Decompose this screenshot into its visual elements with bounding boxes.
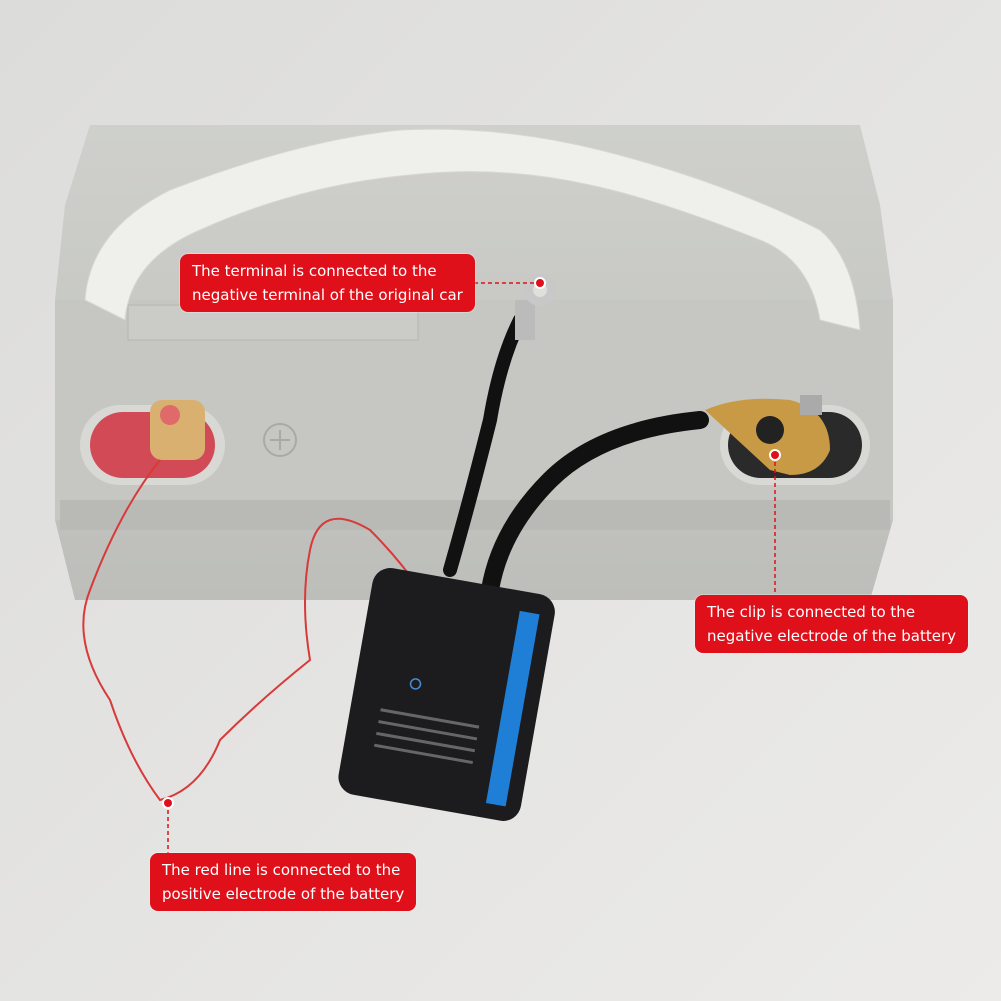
annotation-clip: The clip is connected to the negative el… xyxy=(695,595,969,653)
annotation-terminal: The terminal is connected to the negativ… xyxy=(180,254,475,312)
callout-dot xyxy=(769,449,781,461)
clip-cable xyxy=(481,411,709,599)
positive-terminal xyxy=(80,400,225,485)
annotation-line: The clip is connected to the xyxy=(707,603,916,621)
annotation-line: The terminal is connected to the xyxy=(192,262,437,280)
callout-lines xyxy=(167,282,776,858)
carry-strap xyxy=(84,128,861,331)
battery-switch-device xyxy=(338,568,555,821)
callout-dot xyxy=(534,277,546,289)
ring-terminal xyxy=(515,274,556,340)
annotation-line: negative terminal of the original car xyxy=(192,286,463,304)
annotation-line: negative electrode of the battery xyxy=(707,627,957,645)
annotation-red-line: The red line is connected to the positiv… xyxy=(150,853,417,911)
red-wire xyxy=(82,459,421,802)
negative-cable xyxy=(443,313,527,577)
annotation-line: The red line is connected to the xyxy=(162,861,401,879)
negative-terminal-clip xyxy=(705,395,870,485)
callout-dot xyxy=(162,797,174,809)
annotation-line: positive electrode of the battery xyxy=(162,885,405,903)
